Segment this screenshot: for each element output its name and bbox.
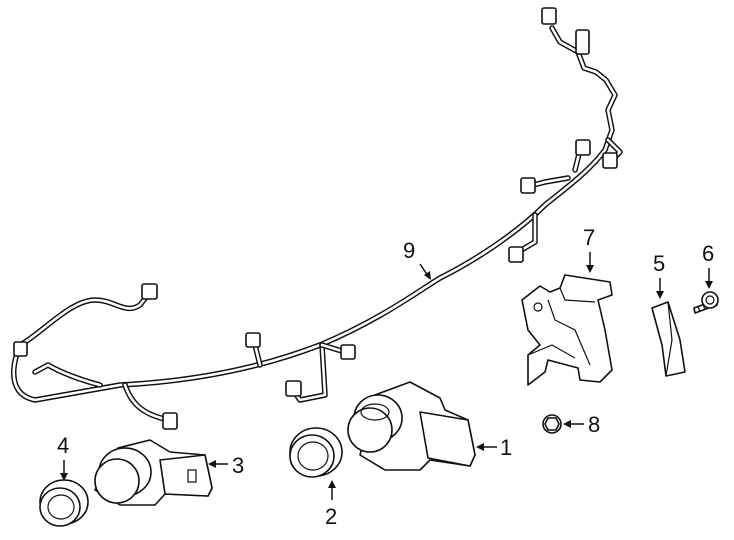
callout-9: 9: [403, 238, 415, 263]
callout-1: 1: [500, 435, 512, 460]
nut-8: [542, 414, 562, 434]
bracket-clip-5: [651, 301, 686, 377]
callout-5: 5: [653, 251, 665, 276]
sensor-retainer-ring-2: [289, 427, 343, 478]
parking-sensor-1: [347, 381, 476, 471]
callout-4: 4: [57, 433, 69, 458]
callout-2: 2: [325, 504, 337, 529]
callout-7: 7: [583, 225, 595, 250]
callout-6: 6: [702, 241, 714, 266]
parking-sensor-3: [94, 439, 213, 506]
screw-6: [693, 291, 719, 314]
sensor-bracket-7: [521, 274, 613, 386]
callout-3: 3: [232, 453, 244, 478]
sensor-retainer-ring-4: [39, 479, 89, 527]
wiring-harness: [11, 7, 623, 430]
callout-8: 8: [588, 412, 600, 437]
callout-leaders: [60, 252, 713, 500]
